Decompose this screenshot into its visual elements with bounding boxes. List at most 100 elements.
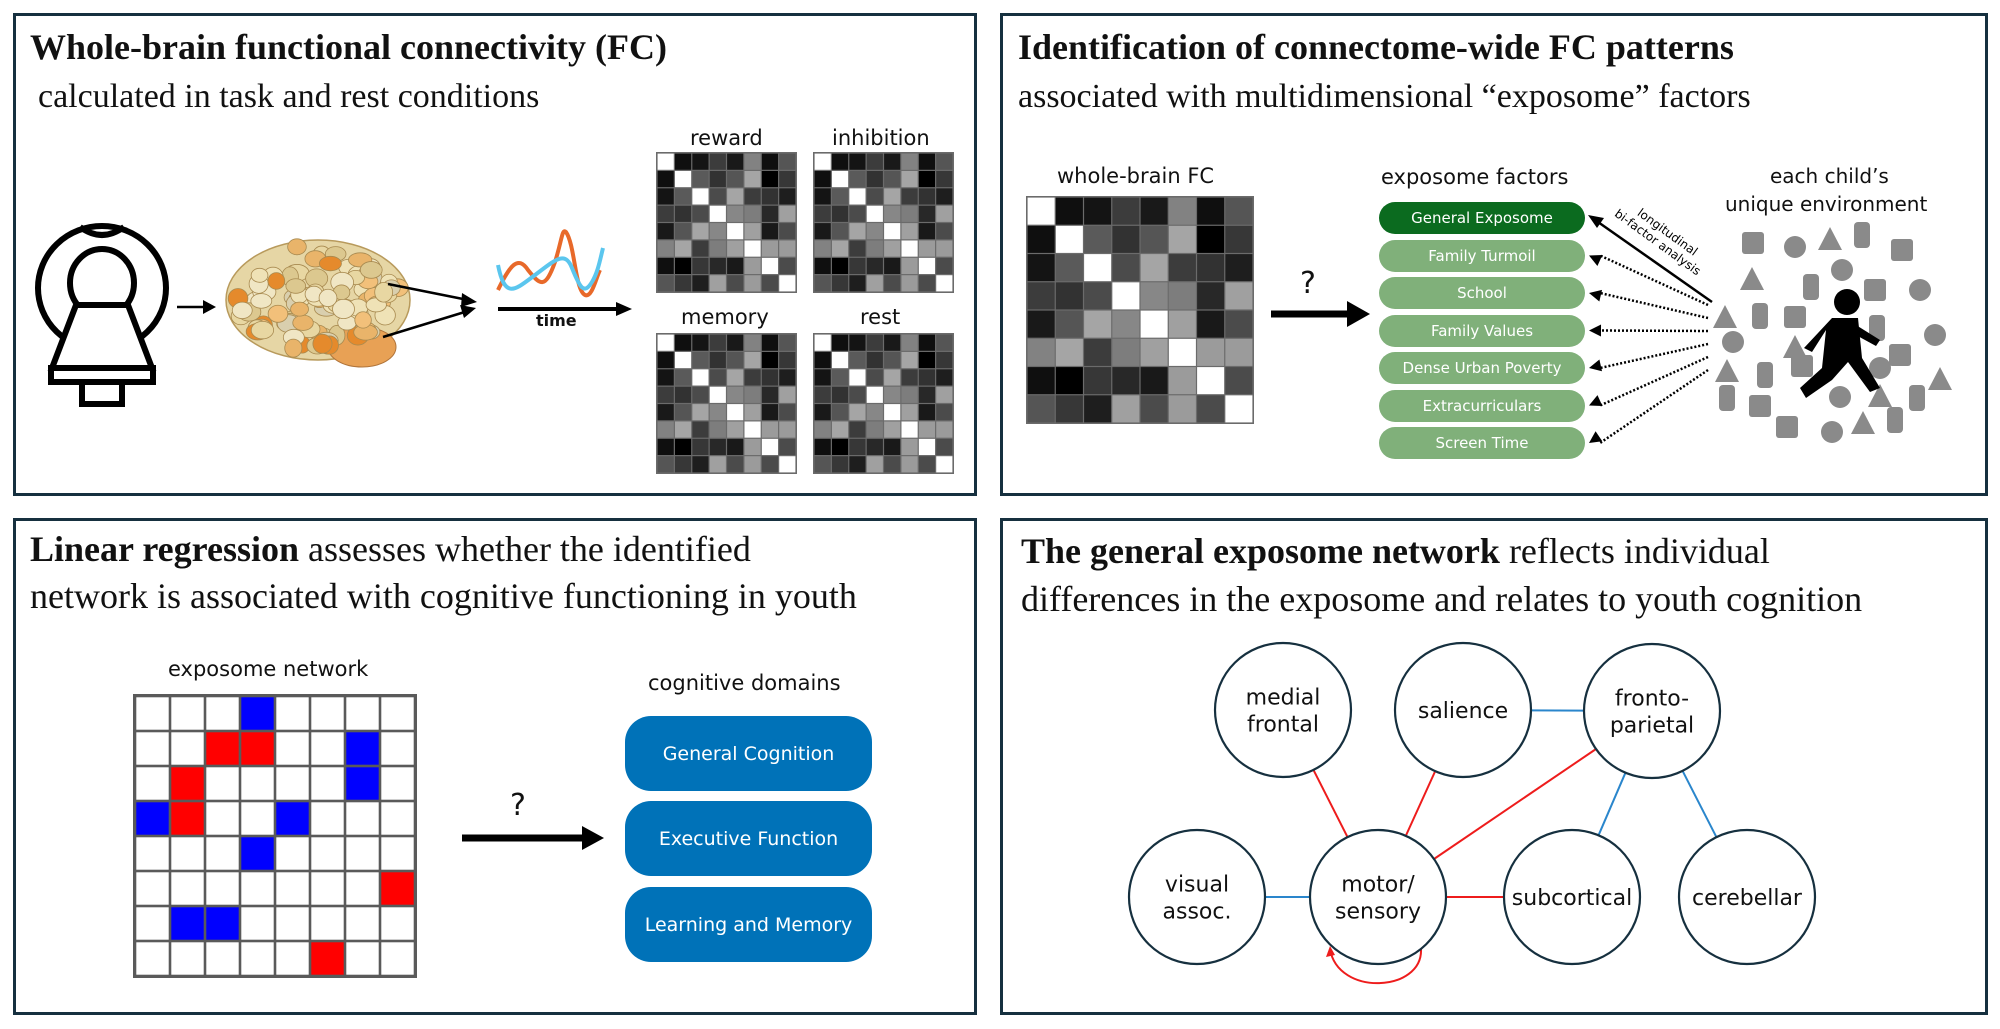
node-label: fronto- [1615,687,1689,712]
matrix-cell [814,421,831,438]
matrix-cell [692,275,709,292]
matrix-cell [918,257,936,275]
matrix-cell [884,334,901,351]
condition-label-rest: rest [860,305,901,329]
matrix-cell [1084,310,1112,338]
matrix-cell [1112,225,1140,253]
matrix-cell [1225,197,1253,225]
matrix-cell [814,438,831,456]
panel-subtitle: associated with multidimensional “exposo… [1018,78,1751,115]
matrix-cell [1197,254,1225,282]
matrix-cell [814,456,831,473]
matrix-cell [744,438,761,456]
matrix-cell [727,170,744,188]
hospital-icon [1757,362,1773,388]
matrix-cell [779,369,796,386]
network-cell [381,697,414,730]
network-cell [311,837,344,870]
matrix-cell [779,205,796,222]
matrix-cell [918,205,936,222]
matrix-cell [744,153,761,170]
matrix-cell [1140,395,1168,423]
brain-parcel [318,288,338,308]
dog-icon [1909,385,1925,411]
matrix-cell [1140,282,1168,310]
matrix-cell [1225,310,1253,338]
node-fp: fronto-parietal [1582,642,1722,780]
matrix-cell [831,205,849,222]
matrix-cell [761,369,779,386]
network-cell [241,942,274,975]
network-cell [346,872,379,905]
matrix-cell [884,351,901,369]
matrix-cell [849,205,866,222]
matrix-cell [918,334,936,351]
network-cell [171,802,204,835]
matrix-cell [918,386,936,403]
edge-mf-mot [1312,769,1349,838]
matrix-cell [831,240,849,257]
panel-title-line2: differences in the exposome and relates … [1021,579,1863,619]
node-cer: cerebellar [1677,828,1817,966]
matrix-cell [866,334,883,351]
matrix-cell [884,188,901,205]
rabbit-icon [1715,359,1739,382]
matrix-cell [831,369,849,386]
brain-parcel [290,301,309,317]
node-label: subcortical [1512,886,1632,911]
arrow-brain-to-timeseries [382,282,477,339]
matrix-cell [884,153,901,170]
matrix-cell [1112,310,1140,338]
matrix-cell [831,188,849,205]
matrix-cell [657,223,674,240]
smartphone-icon [1818,227,1842,250]
matrix-cell [866,369,883,386]
network-cell [311,942,344,975]
panel-title: Identification of connectome-wide FC pat… [1018,27,1734,67]
matrix-cell [884,223,901,240]
exposome-factor-screen-time: Screen Time [1379,427,1585,459]
matrix-cell [1197,282,1225,310]
matrix-cell [709,334,726,351]
network-cell [311,907,344,940]
matrix-cell [692,438,709,456]
network-cell [171,942,204,975]
matrix-cell [1168,225,1196,253]
matrix-cell [761,170,779,188]
network-cell [206,697,239,730]
exposome-factor-family-turmoil: Family Turmoil [1379,239,1585,272]
arrowhead [1589,359,1603,372]
matrix-cell [692,153,709,170]
matrix-cell [709,275,726,292]
matrix-cell [692,188,709,205]
network-cell [346,697,379,730]
matrix-cell [849,369,866,386]
museum-icon [1821,421,1843,443]
node-label: assoc. [1163,900,1232,925]
matrix-cell [901,275,918,292]
matrix-cell [674,404,692,421]
exposome-factors-label: exposome factors [1381,165,1569,189]
matrix-cell [1197,310,1225,338]
matrix-cell [1168,338,1196,366]
node-label: parietal [1610,714,1694,739]
matrix-cell [709,438,726,456]
network-cell [276,732,309,765]
matrix-cell [1140,225,1168,253]
matrix-cell [901,369,918,386]
matrix-cell [901,334,918,351]
camera-icon [1749,395,1771,417]
matrix-cell [727,421,744,438]
matrix-cell [779,456,796,473]
fc-matrix-reward [656,152,797,293]
matrix-cell [1055,282,1083,310]
matrix-cell [936,188,953,205]
panel-title: The general exposome network reflects in… [1021,531,1770,571]
books-stack-icon [1868,384,1892,407]
matrix-cell [709,188,726,205]
matrix-cell [918,223,936,240]
matrix-cell [1027,338,1055,366]
matrix-cell [692,240,709,257]
network-cell [136,907,169,940]
